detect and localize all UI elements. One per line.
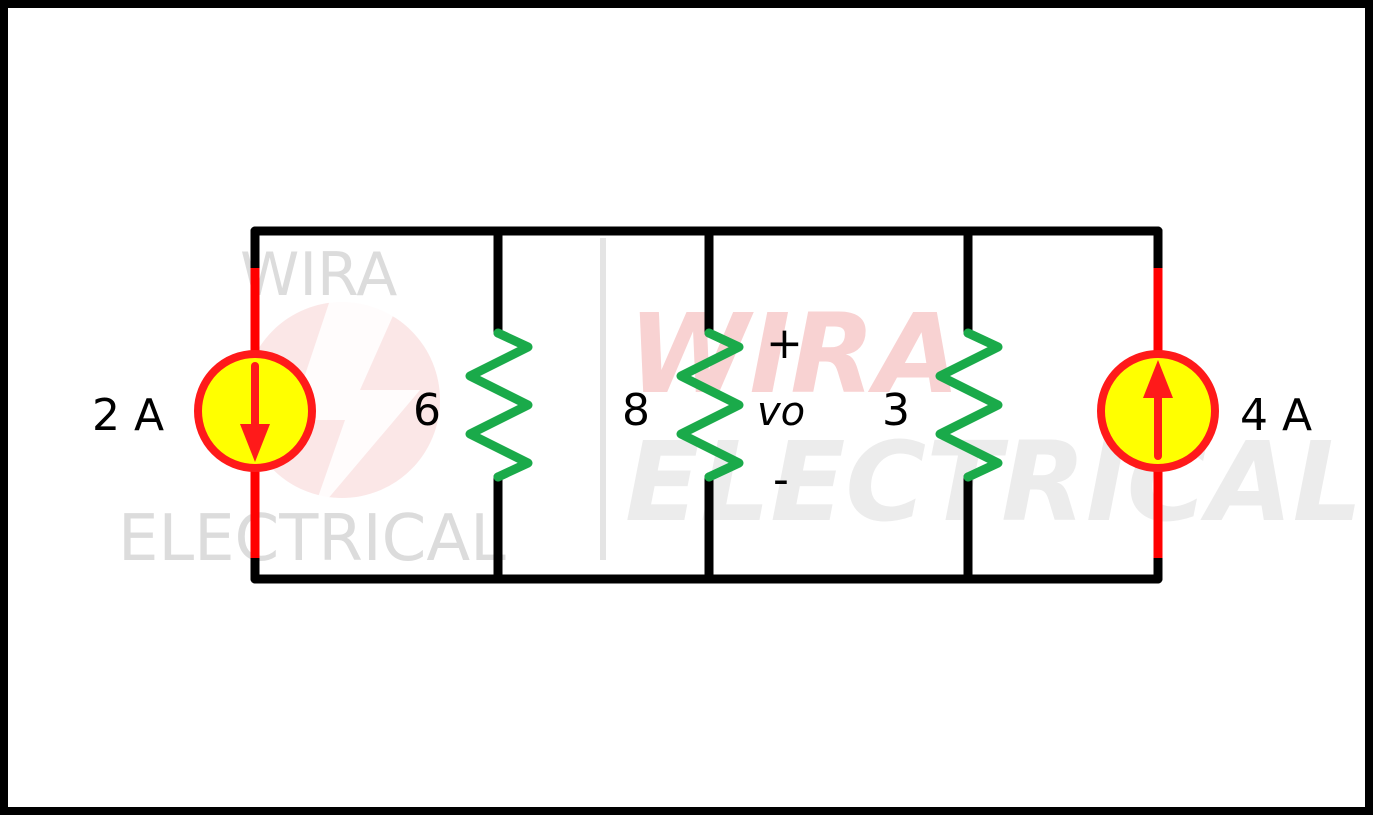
resistors: [465, 328, 1003, 482]
watermark-center-top: WIRA: [628, 290, 960, 418]
resistor-icon: [935, 328, 1003, 482]
circuit-diagram: WIRA ELECTRICAL WIRA ELECTRICAL: [92, 226, 1363, 584]
resistor-icon: [676, 328, 744, 482]
lightning-bolt-shape: [290, 300, 420, 520]
watermark-left-top: WIRA: [240, 240, 397, 310]
r3-label: 3: [882, 385, 910, 436]
resistor-icon: [465, 328, 533, 482]
current-source-right: [1097, 268, 1219, 558]
voltage-minus: -: [773, 454, 789, 505]
watermark-left-bottom: ELECTRICAL: [118, 502, 506, 576]
current-source-left: [194, 268, 316, 558]
voltage-plus: +: [766, 318, 803, 369]
voltage-name: vo: [757, 389, 805, 435]
arrow-down-head: [240, 424, 270, 462]
watermark-center: WIRA ELECTRICAL: [625, 290, 1363, 546]
arrow-up-head: [1143, 360, 1173, 398]
watermark-center-bottom: ELECTRICAL: [625, 418, 1363, 546]
source-right-label: 4 A: [1240, 390, 1312, 441]
r2-label: 8: [622, 385, 650, 436]
r1-label: 6: [413, 385, 441, 436]
source-left-label: 2 A: [92, 390, 164, 441]
wires: [250, 226, 1163, 584]
